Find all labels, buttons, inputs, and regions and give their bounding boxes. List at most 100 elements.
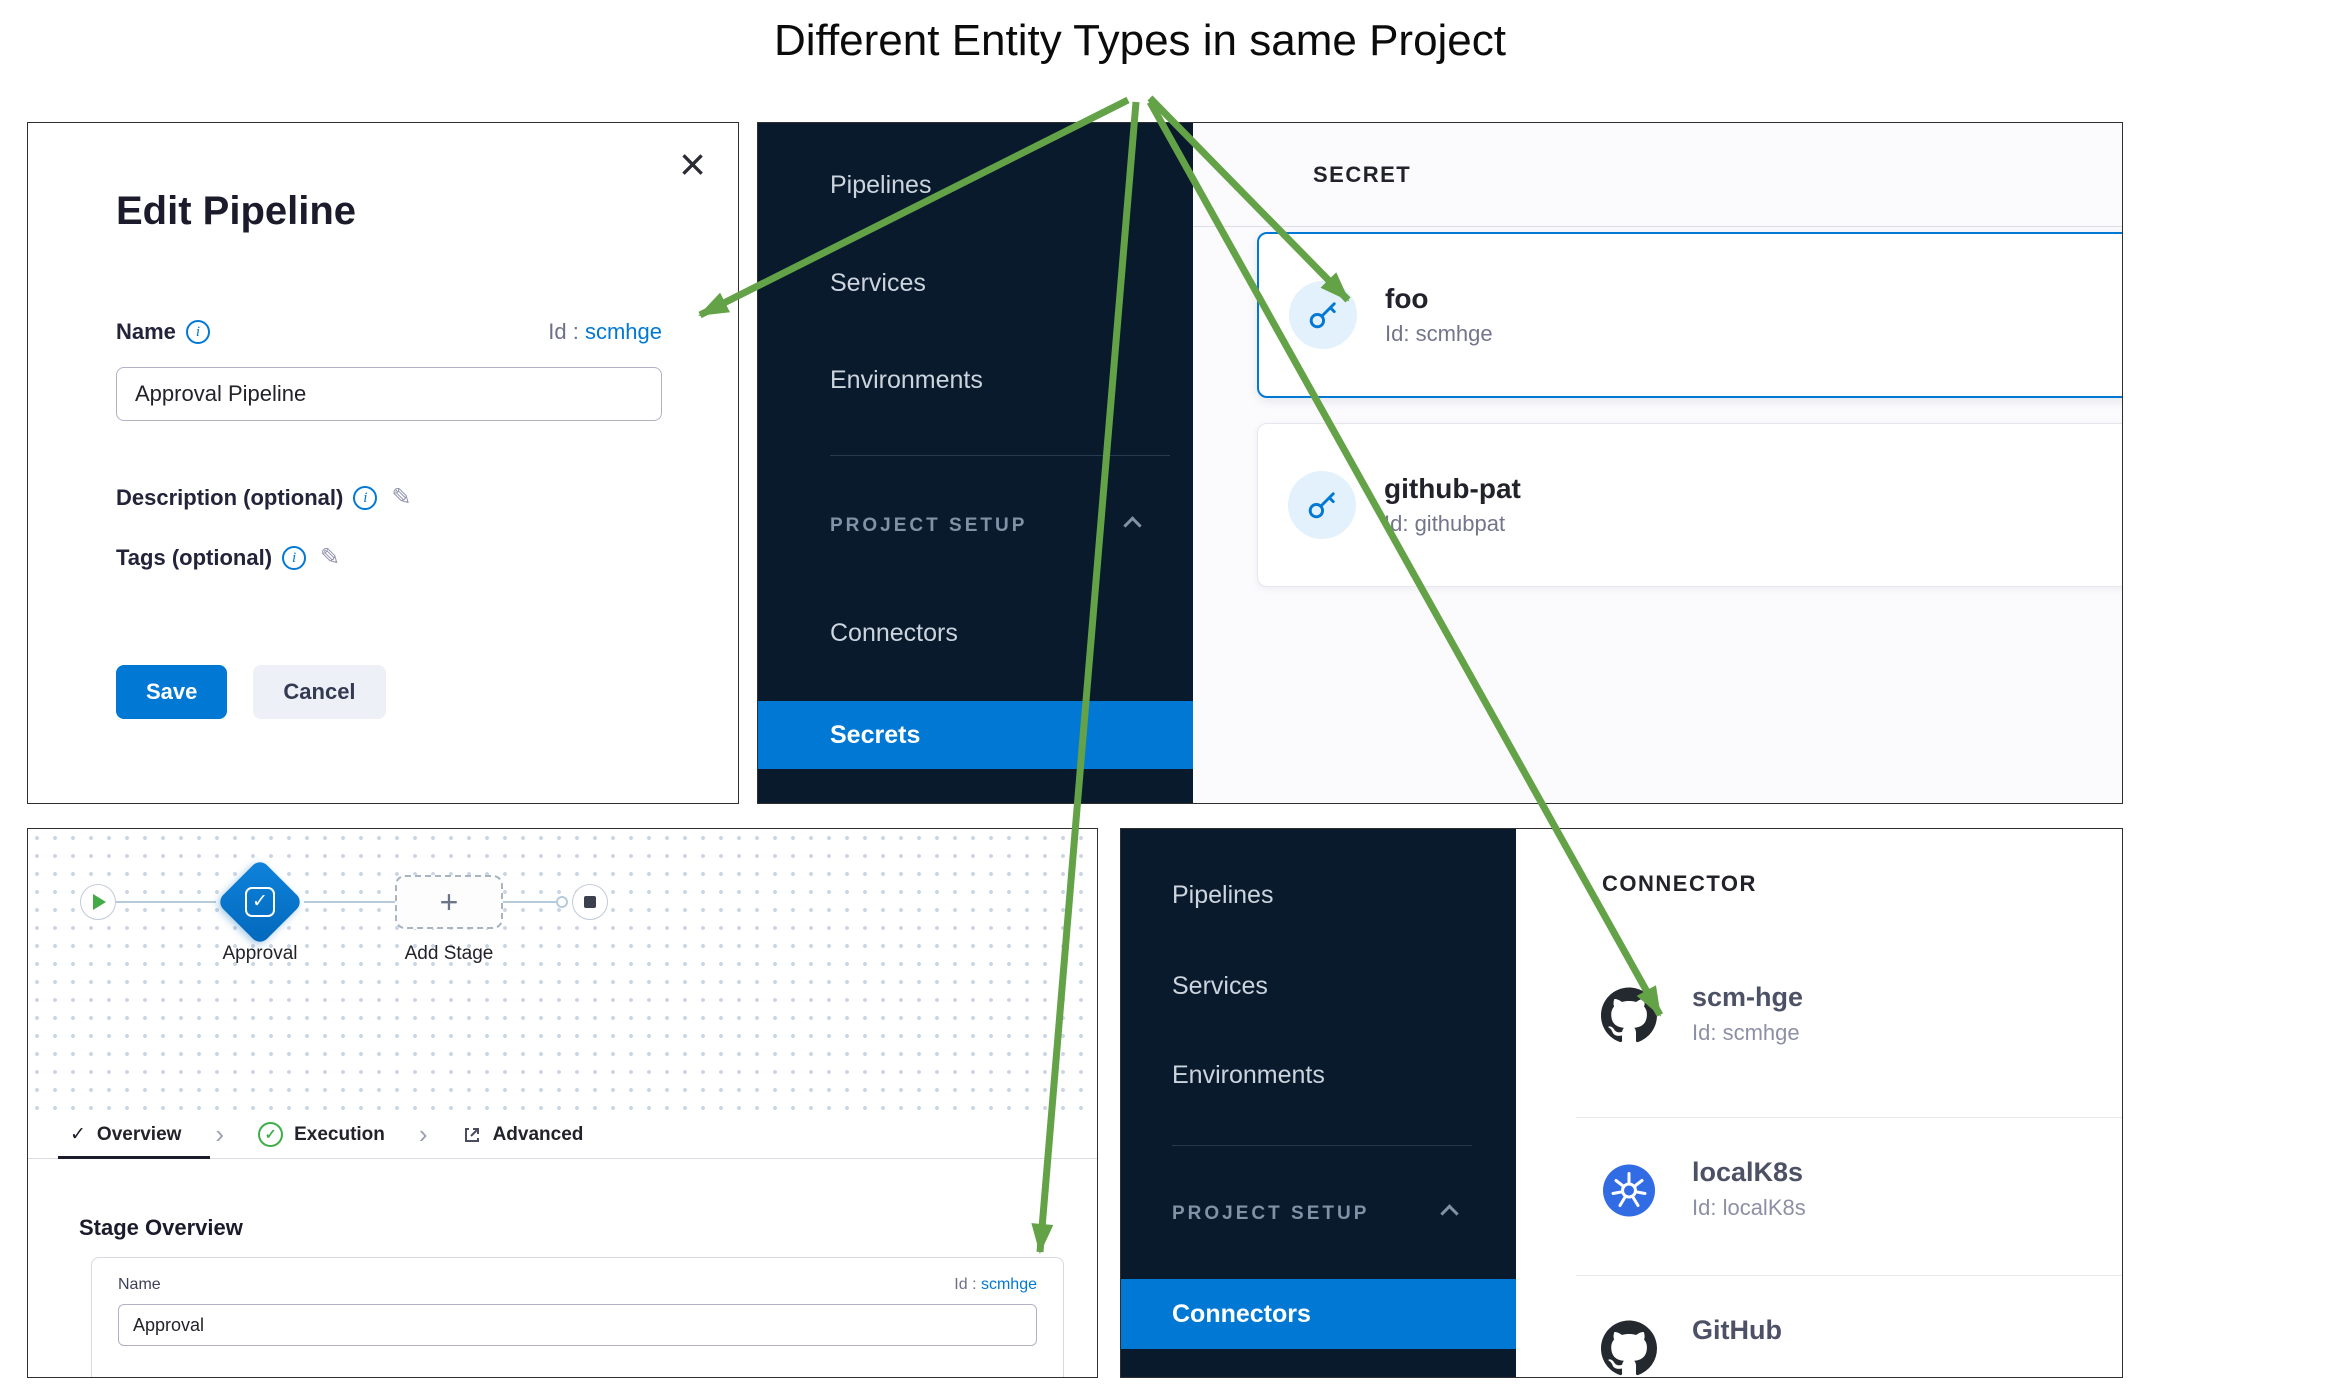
- stage-tab-bar: ✓ Overview › ✓ Execution › Advanced: [28, 1111, 1097, 1159]
- modal-title: Edit Pipeline: [116, 189, 357, 233]
- edge-line: [304, 901, 395, 903]
- modal-buttons: Save Cancel: [116, 665, 386, 719]
- sidebar-item-services[interactable]: Services: [830, 269, 926, 297]
- advanced-launch-icon: [464, 1127, 479, 1142]
- name-label: Name: [116, 319, 176, 344]
- active-tab-indicator: [58, 1156, 210, 1159]
- secrets-page: Pipelines Services Environments PROJECT …: [757, 122, 2123, 804]
- connector-row-localk8s[interactable]: localK8s Id: localK8s: [1516, 1133, 2122, 1253]
- end-node-stop-icon[interactable]: [572, 884, 608, 920]
- info-icon[interactable]: [282, 545, 307, 570]
- sidebar-item-secrets-active[interactable]: Secrets: [758, 701, 1193, 769]
- pipeline-name-input[interactable]: [116, 367, 662, 421]
- project-setup-section[interactable]: PROJECT SETUP: [1172, 1203, 1370, 1224]
- secret-card-github-pat[interactable]: github-pat Id: githubpat: [1257, 423, 2122, 587]
- pipeline-canvas[interactable]: ✓ Approval + Add Stage: [28, 829, 1097, 1111]
- plus-icon: +: [439, 883, 459, 920]
- stage-name-label: Name: [118, 1276, 161, 1293]
- connector-name: localK8s: [1692, 1157, 1804, 1187]
- description-label: Description (optional): [116, 484, 344, 510]
- tab-execution[interactable]: ✓ Execution: [258, 1122, 385, 1147]
- sidebar-item-connectors-active[interactable]: Connectors: [1121, 1279, 1516, 1349]
- id-label: Id :: [548, 319, 579, 344]
- approval-stage-label: Approval: [222, 943, 298, 964]
- sidebar-item-environments[interactable]: Environments: [830, 366, 983, 394]
- edge-junction-dot: [556, 896, 568, 908]
- connector-name: scm-hge: [1692, 982, 1804, 1012]
- tab-advanced[interactable]: Advanced: [462, 1123, 584, 1146]
- chevron-up-icon[interactable]: [1123, 516, 1142, 535]
- connectors-header-label: CONNECTOR: [1602, 871, 1757, 896]
- edit-pipeline-modal: × Edit Pipeline Name Id : scmhge Descrip…: [27, 122, 739, 804]
- key-icon: [1288, 471, 1356, 539]
- sidebar-item-environments[interactable]: Environments: [1172, 1061, 1325, 1089]
- connector-id: Id: localK8s: [1692, 1195, 1806, 1220]
- sidebar-item-pipelines[interactable]: Pipelines: [1172, 881, 1274, 909]
- stage-overview-heading: Stage Overview: [79, 1215, 243, 1240]
- chevron-right-icon: ›: [215, 1119, 225, 1149]
- sidebar-item-connectors[interactable]: Connectors: [830, 619, 958, 647]
- save-button[interactable]: Save: [116, 665, 228, 719]
- row-divider: [1576, 1275, 2122, 1276]
- check-icon: ✓: [70, 1124, 86, 1145]
- row-divider: [1576, 1117, 2122, 1118]
- start-node-play-icon[interactable]: [80, 884, 116, 920]
- page-title: Different Entity Types in same Project: [773, 16, 1507, 65]
- connector-id: Id: scmhge: [1692, 1020, 1800, 1045]
- connectors-page: Pipelines Services Environments PROJECT …: [1120, 828, 2123, 1378]
- stage-id: Id : scmhge: [954, 1276, 1037, 1294]
- sidebar-item-pipelines[interactable]: Pipelines: [830, 171, 932, 199]
- stage-id-link[interactable]: scmhge: [980, 1276, 1037, 1293]
- connector-name: GitHub: [1692, 1315, 1782, 1345]
- edge-line: [503, 901, 556, 903]
- info-icon[interactable]: [353, 485, 378, 510]
- description-row: Description (optional) ✎: [116, 483, 411, 512]
- edit-pencil-icon[interactable]: ✎: [320, 544, 341, 571]
- tab-overview[interactable]: ✓ Overview: [70, 1123, 181, 1146]
- stage-name-input[interactable]: [118, 1304, 1037, 1346]
- secrets-content: SECRET foo Id: scmhge: [1193, 123, 2122, 803]
- stage-overview-form: Name Id : scmhge: [91, 1257, 1064, 1377]
- secret-name: foo: [1385, 283, 1429, 314]
- tab-overview-label: Overview: [96, 1123, 182, 1145]
- github-icon: [1601, 1320, 1657, 1378]
- approval-stage-node[interactable]: [216, 858, 304, 946]
- tab-execution-label: Execution: [294, 1123, 385, 1145]
- name-row: Name Id : scmhge: [116, 319, 662, 345]
- kubernetes-icon: [1601, 1163, 1657, 1224]
- edge-line: [116, 901, 216, 903]
- nav-sidebar: Pipelines Services Environments PROJECT …: [1121, 829, 1516, 1377]
- connector-row-scm-hge[interactable]: scm-hge Id: scmhge: [1516, 958, 2122, 1078]
- info-icon[interactable]: [185, 320, 210, 344]
- tags-label: Tags (optional): [116, 544, 273, 570]
- secrets-header-label: SECRET: [1313, 162, 1412, 187]
- secret-card-foo[interactable]: foo Id: scmhge: [1257, 232, 2122, 398]
- close-icon[interactable]: ×: [679, 138, 706, 190]
- id-label: Id :: [954, 1276, 977, 1293]
- sidebar-item-services[interactable]: Services: [1172, 972, 1268, 1000]
- sidebar-divider: [830, 455, 1170, 456]
- sidebar-divider: [1172, 1145, 1472, 1146]
- nav-sidebar: Pipelines Services Environments PROJECT …: [758, 123, 1193, 803]
- add-stage-label: Add Stage: [404, 943, 494, 964]
- github-icon: [1601, 987, 1657, 1049]
- chevron-right-icon: ›: [418, 1119, 428, 1149]
- key-icon: [1289, 281, 1357, 349]
- edit-pencil-icon[interactable]: ✎: [391, 484, 412, 511]
- project-setup-section[interactable]: PROJECT SETUP: [830, 515, 1028, 536]
- tab-advanced-label: Advanced: [492, 1123, 584, 1145]
- add-stage-button[interactable]: +: [395, 875, 503, 929]
- pipeline-id: Id : scmhge: [548, 319, 662, 345]
- tags-row: Tags (optional) ✎: [116, 543, 340, 572]
- cancel-button[interactable]: Cancel: [253, 665, 386, 719]
- secret-name: github-pat: [1384, 473, 1521, 504]
- secret-id: Id: scmhge: [1385, 321, 1493, 346]
- secret-id: Id: githubpat: [1384, 511, 1506, 536]
- execution-check-icon: ✓: [258, 1122, 284, 1147]
- pipeline-id-link[interactable]: scmhge: [584, 319, 662, 344]
- connector-row-github[interactable]: GitHub: [1516, 1291, 2122, 1378]
- connectors-content: CONNECTOR scm-hge Id: scmhge: [1516, 829, 2122, 1377]
- secrets-header: SECRET: [1193, 123, 2122, 227]
- chevron-up-icon[interactable]: [1440, 1204, 1459, 1223]
